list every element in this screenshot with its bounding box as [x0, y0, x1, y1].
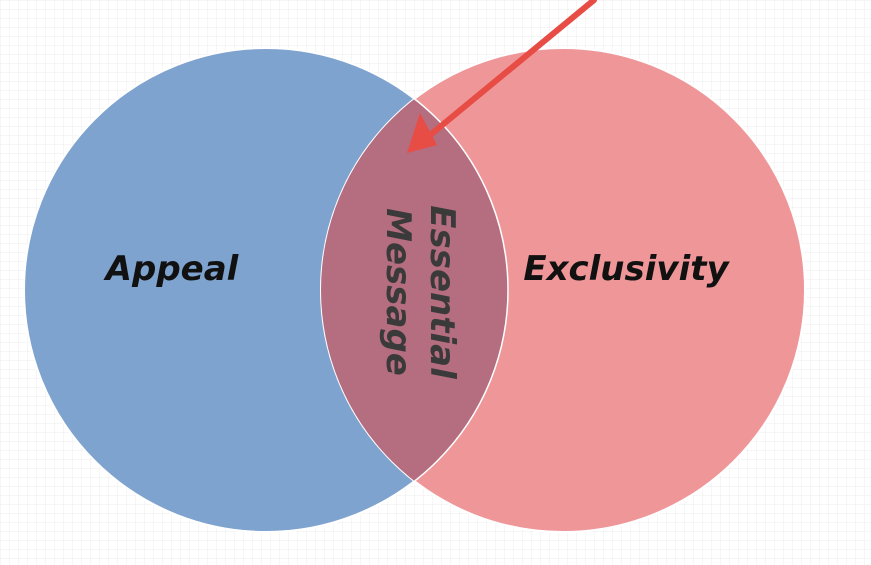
intersection-lens: [321, 48, 508, 532]
essential-message-label: Essential Message: [378, 205, 462, 380]
pointer-arrow: [407, 0, 597, 153]
appeal-label: Appeal: [103, 249, 240, 289]
intersection-outline: [23, 47, 509, 533]
message-label: Message: [378, 208, 418, 376]
arrow-shaft: [415, 0, 597, 148]
exclusivity-label: Exclusivity: [523, 249, 730, 289]
arrow-head: [407, 113, 437, 153]
essential-label: Essential: [422, 205, 462, 380]
